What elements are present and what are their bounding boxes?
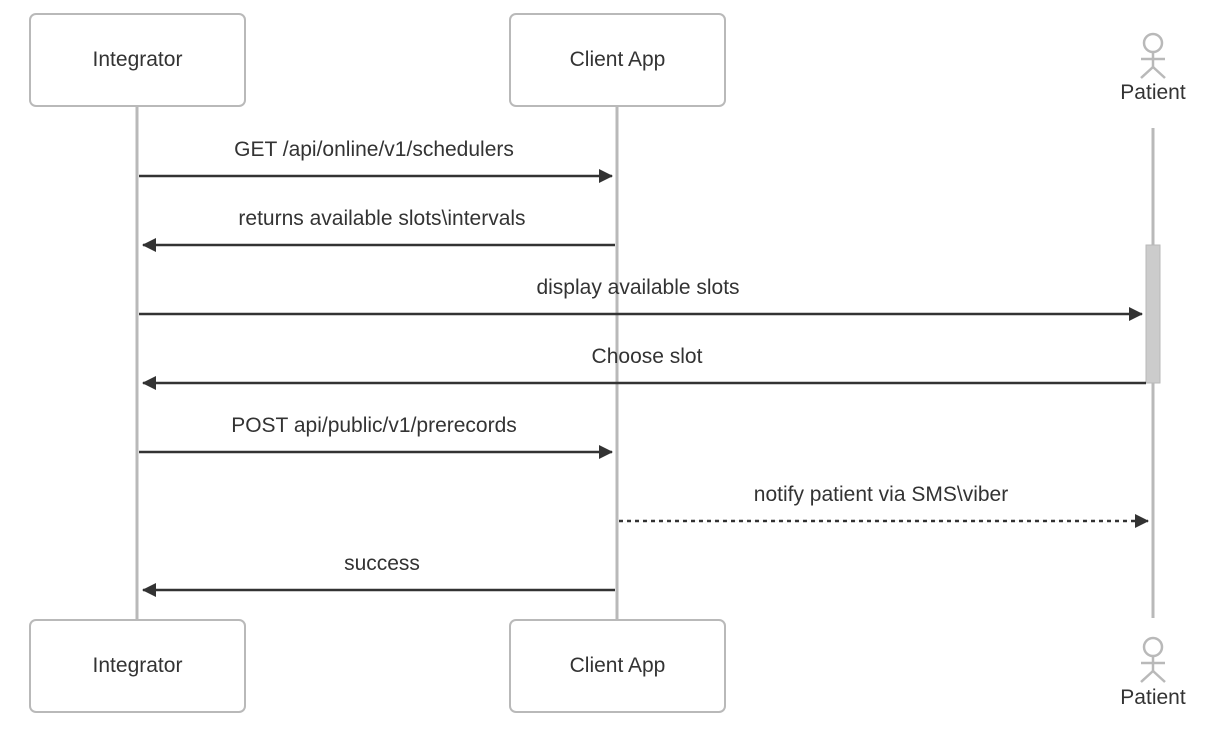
participant-label: Integrator xyxy=(92,654,183,677)
actor-icon-top xyxy=(1140,32,1166,79)
message-label-6: notify patient via SMS\viber xyxy=(753,483,1009,506)
message-label-1: GET /api/online/v1/schedulers xyxy=(234,138,514,161)
activation-bar-patient xyxy=(1145,244,1161,384)
message-label-5: POST api/public/v1/prerecords xyxy=(231,414,517,437)
message-label-7: success xyxy=(344,552,420,575)
actor-label-patient-top: Patient xyxy=(1120,81,1186,104)
participant-label: Client App xyxy=(569,48,666,71)
participant-label: Integrator xyxy=(92,48,183,71)
participant-label: Client App xyxy=(569,654,666,677)
participant-box-integrator-bottom: Integrator xyxy=(29,619,246,713)
actor-label-patient-bottom: Patient xyxy=(1120,686,1186,709)
message-label-3: display available slots xyxy=(536,276,740,299)
message-label-2: returns available slots\intervals xyxy=(238,207,526,230)
participant-box-integrator-top: Integrator xyxy=(29,13,246,107)
actor-icon-bottom xyxy=(1140,636,1166,683)
participant-box-client-app-bottom: Client App xyxy=(509,619,726,713)
participant-box-client-app-top: Client App xyxy=(509,13,726,107)
message-label-4: Choose slot xyxy=(591,345,703,368)
